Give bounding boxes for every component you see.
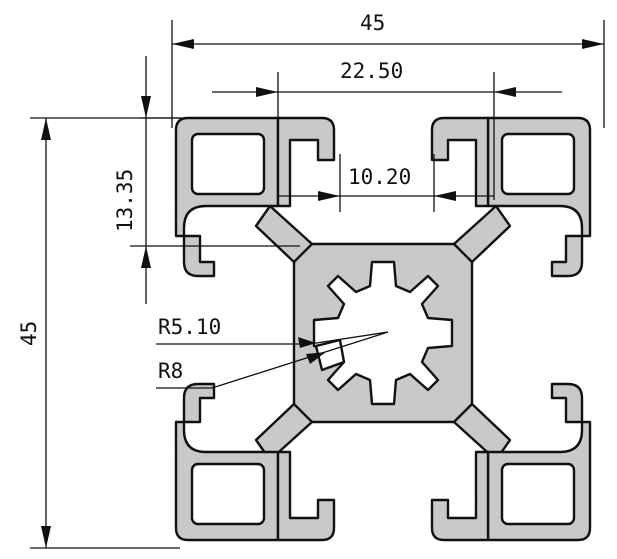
dimension-slot-depth: 13.35	[113, 56, 300, 304]
bore-notch	[314, 338, 346, 372]
dimension-overall-width: 45	[171, 11, 605, 128]
web-top-left	[254, 204, 314, 264]
label-overall-width: 45	[360, 11, 385, 35]
label-corner-radius: R8	[158, 359, 183, 383]
cell-hole-top-right	[500, 132, 576, 196]
cell-hole-top-left	[190, 132, 266, 196]
label-core-radius: R5.10	[158, 315, 221, 339]
slot-lip-bottom-left	[276, 450, 336, 542]
slot-lip-top-right	[430, 116, 490, 208]
label-slot-spacing: 22.50	[340, 59, 403, 83]
slot-lip-top-left	[276, 116, 336, 208]
label-overall-height: 45	[17, 321, 41, 346]
dimension-core-radius: R5.10	[156, 315, 389, 348]
profile-cross-section	[174, 116, 592, 542]
dimension-slot-opening: 10.20	[278, 154, 494, 212]
cell-hole-bottom-left	[190, 462, 266, 526]
web-top-right	[452, 204, 512, 264]
web-bottom-right	[452, 402, 512, 462]
dimension-corner-radius: R8	[156, 331, 389, 389]
dimension-overall-height: 45	[17, 117, 180, 549]
label-slot-depth: 13.35	[113, 169, 137, 232]
dimension-slot-spacing: 22.50	[212, 59, 562, 200]
cell-hole-bottom-right	[500, 462, 576, 526]
label-slot-opening: 10.20	[348, 165, 411, 189]
slot-lip-bottom-right	[430, 450, 490, 542]
web-bottom-left	[254, 402, 314, 462]
